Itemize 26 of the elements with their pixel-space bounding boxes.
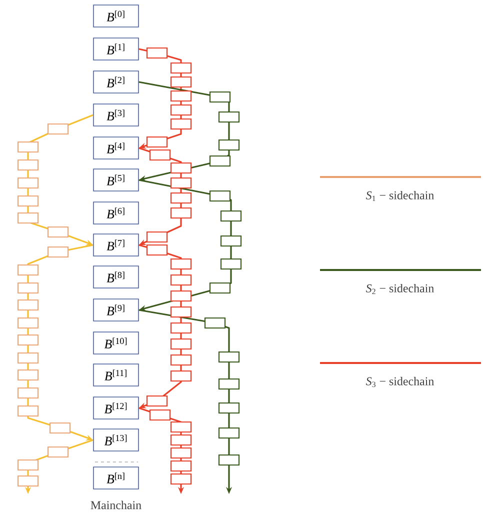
arrow (27, 244, 94, 440)
legend-label: S$_{3}$ − sidechain (366, 376, 434, 388)
arrow (27, 114, 94, 246)
legend-label: S$_{2}$ − sidechain (366, 284, 434, 294)
block-box: B$^{[13]}$ (93, 428, 139, 452)
arrow (138, 81, 230, 182)
block-box: B$^{[0]}$ (93, 4, 139, 28)
arrow (138, 244, 182, 408)
block-box: B$^{[3]}$ (93, 104, 139, 126)
block-box: B$^{[9]}$ (93, 298, 139, 322)
arrow (138, 179, 232, 312)
block-box: B$^{[10]}$ (93, 332, 139, 354)
block-box: B$^{[12]}$ (93, 396, 139, 420)
legend-label: S$_{1}$ − sidechain (366, 190, 434, 202)
block-box: B$^{[6]}$ (93, 202, 139, 224)
block-box: B$^{[2]}$ (93, 70, 139, 94)
block-box: B$^{[1]}$ (93, 38, 139, 60)
block-box: B$^{[7]}$ (93, 234, 139, 256)
block-box: B$^{[5]}$ (93, 168, 139, 192)
block-box: B$^{[4]}$ (93, 136, 139, 160)
chain-label: Mainchain (90, 500, 142, 510)
block-box: B$^{[8]}$ (93, 266, 139, 288)
arrow (138, 147, 182, 245)
block-box: B$^{[n]}$ (93, 466, 139, 490)
block-box: B$^{[11]}$ (93, 364, 139, 386)
arrow (138, 48, 182, 149)
